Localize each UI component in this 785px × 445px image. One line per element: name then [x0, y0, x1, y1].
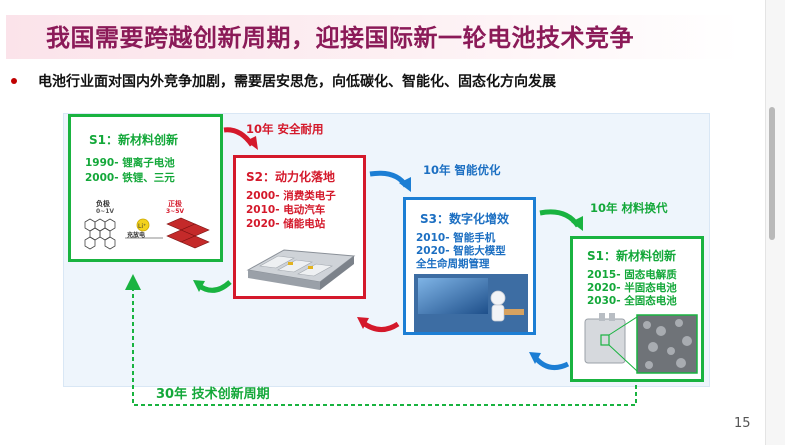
transition-label-2: 10年 智能优化 [423, 163, 501, 177]
cathode-label: 正极 [168, 200, 182, 208]
page-number: 15 [734, 416, 751, 431]
bullet-dot [11, 78, 17, 84]
slide-subtitle: 电池行业面对国内外竞争加剧，需要居安思危，向低碳化、智能化、固态化方向发展 [38, 74, 556, 90]
stage-s1b-line-1: 2015- 固态电解质 [587, 269, 677, 281]
cycle-dashed-line [125, 274, 637, 406]
transition-label-3: 10年 材料换代 [590, 201, 668, 215]
arrow-back-s1b-to-s3 [532, 354, 570, 371]
stage-s2-line-3: 2020- 储能电站 [246, 218, 326, 230]
charge-discharge-label: 充放电 [127, 232, 146, 239]
stage-s1-title: S1：新材料创新 [89, 133, 178, 147]
stage-s2-line-2: 2010- 电动汽车 [246, 204, 326, 216]
arrow-back-s3-to-s2 [360, 319, 400, 332]
anode-voltage: 0~1V [96, 208, 115, 215]
ev-battery-pack-illustration [246, 249, 356, 290]
stage-s3-line-1: 2010- 智能手机 [416, 232, 496, 244]
ai-robot-illustration [414, 274, 528, 332]
title-bar [6, 15, 741, 59]
stage-s3-line-2: 2020- 智能大模型 [416, 245, 506, 257]
stage-s1-line-2: 2000- 铁锂、三元 [85, 172, 175, 184]
cathode-voltage: 3~5V [166, 208, 185, 215]
stage-s1-solid-state-box: S1：新材料创新 2015- 固态电解质 2020- 半固态电池 2030- 全… [570, 236, 704, 382]
stage-s3-title: S3：数字化增效 [420, 212, 509, 226]
cycle-label: 30年 技术创新周期 [156, 387, 270, 402]
stage-s1-line-1: 1990- 锂离子电池 [85, 157, 175, 169]
solid-state-cell-illustration [584, 313, 698, 374]
slide-title: 我国需要跨越创新周期，迎接国际新一轮电池技术竞争 [46, 24, 634, 52]
stage-s2-power-box: S2：动力化落地 2000- 消费类电子 2010- 电动汽车 2020- 储能… [233, 155, 366, 299]
stage-s3-digital-box: S3：数字化增效 2010- 智能手机 2020- 智能大模型 全生命周期管理 [403, 197, 536, 335]
stage-s3-line-3: 全生命周期管理 [416, 258, 490, 270]
scrollbar-track[interactable] [765, 0, 785, 445]
stage-s2-line-1: 2000- 消费类电子 [246, 190, 336, 202]
stage-s1b-line-3: 2030- 全固态电池 [587, 295, 677, 307]
arrow-s3-to-s1b [539, 209, 581, 228]
anode-label: 负极 [96, 200, 110, 208]
transition-label-1: 10年 安全耐用 [246, 122, 324, 136]
stage-s2-title: S2：动力化落地 [246, 170, 335, 184]
stage-s1b-title: S1：新材料创新 [587, 249, 676, 263]
electrode-lattice-illustration: Li⁺ [84, 217, 210, 250]
lithium-ion-symbol: Li⁺ [138, 223, 146, 230]
stage-s1-material-box: S1：新材料创新 1990- 锂离子电池 2000- 铁锂、三元 负极 0~1V… [68, 114, 223, 262]
scrollbar-thumb[interactable] [769, 107, 775, 240]
stage-s1b-line-2: 2020- 半固态电池 [587, 282, 677, 294]
